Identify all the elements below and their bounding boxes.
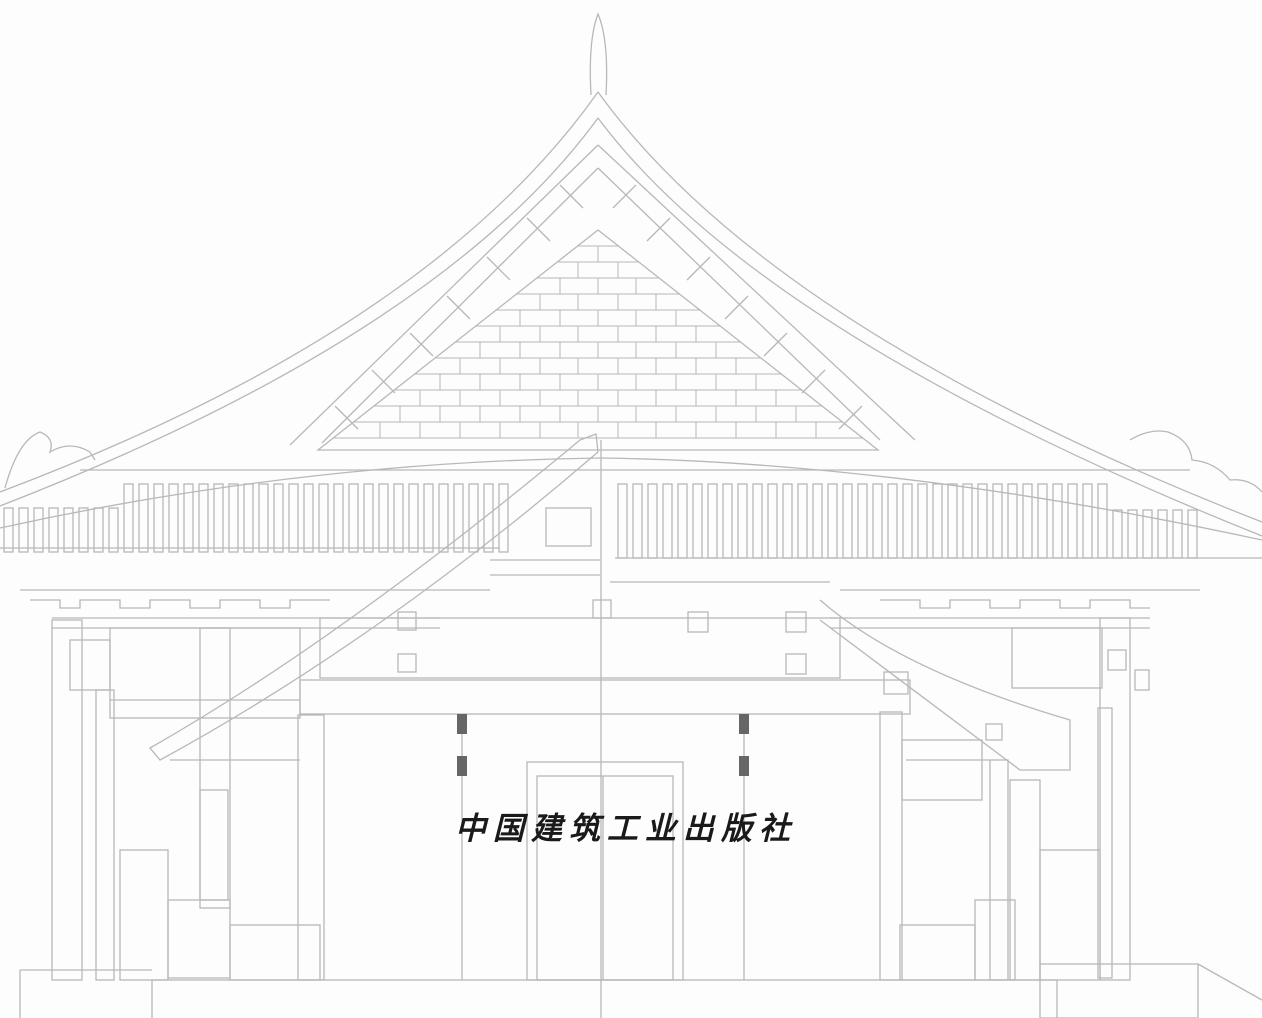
beam-main-upper	[319, 617, 841, 679]
rafter-end	[378, 483, 389, 553]
rafter-end	[662, 483, 673, 559]
rafter-end	[692, 483, 703, 559]
beam-main-lower	[299, 679, 911, 715]
rafter-end	[1187, 509, 1198, 559]
rafter-end	[498, 483, 509, 553]
ridge-finial	[589, 12, 608, 96]
rafter-end	[1127, 509, 1138, 559]
rafter-end	[438, 483, 449, 553]
rafter-end	[1037, 483, 1048, 559]
rafter-end	[258, 483, 269, 553]
rafter-end	[153, 483, 164, 553]
publisher-watermark: 中国建筑工业出版社	[455, 811, 797, 847]
brick-joints	[379, 246, 817, 438]
rafter-end	[228, 483, 239, 553]
rafter-end	[1052, 483, 1063, 559]
rafter-end	[707, 483, 718, 559]
rafter-end	[393, 483, 404, 553]
right-curved-beam	[819, 599, 1071, 771]
right-structure	[879, 617, 1150, 981]
eave-line-right	[599, 457, 1262, 541]
rafter-end	[1157, 509, 1168, 559]
rafter-end	[138, 483, 149, 553]
rafter-end	[782, 483, 793, 559]
rafter-end	[797, 483, 808, 559]
rafter-end	[872, 483, 883, 559]
rafter-end	[992, 483, 1003, 559]
ridge-ornament-left	[4, 431, 96, 489]
rafter-end	[737, 483, 748, 559]
rafter-end	[902, 483, 913, 559]
rafter-end	[722, 483, 733, 559]
central-door	[526, 761, 684, 981]
rafter-end	[917, 483, 928, 559]
roof-inner-right	[597, 117, 1262, 537]
rafter-end	[198, 483, 209, 553]
rafter-end	[453, 483, 464, 553]
rafter-end	[767, 483, 778, 559]
platform-base	[19, 963, 1262, 1018]
rafter-end	[857, 483, 868, 559]
rafter-end	[887, 483, 898, 559]
rafter-end	[348, 483, 359, 553]
rafter-end	[288, 483, 299, 553]
gable-board-inner	[321, 167, 881, 444]
roof-inner-left	[0, 117, 599, 507]
diagonal-rafter	[149, 433, 599, 761]
rafter-end	[423, 483, 434, 553]
rafter-end	[303, 483, 314, 553]
rafter-end	[108, 507, 119, 553]
rafter-end	[752, 483, 763, 559]
rafter-end	[333, 483, 344, 553]
rafter-end	[123, 483, 134, 553]
rafter-end	[363, 483, 374, 553]
rafter-end	[408, 483, 419, 553]
rafter-end	[48, 507, 59, 553]
rafter-end	[647, 483, 658, 559]
rafter-end	[273, 483, 284, 553]
rafter-end	[617, 483, 628, 559]
bracket-row-right	[840, 589, 1200, 609]
rafter-end	[183, 483, 194, 553]
rafter-end	[33, 507, 44, 553]
rafter-end	[632, 483, 643, 559]
rafter-end	[932, 483, 943, 559]
rafter-end	[318, 483, 329, 553]
rafter-end	[1067, 483, 1078, 559]
rafter-end	[827, 483, 838, 559]
rafter-end	[1172, 509, 1183, 559]
rafter-end	[1097, 483, 1108, 559]
rafter-end	[677, 483, 688, 559]
rafter-end	[947, 483, 958, 559]
rafter-end	[93, 507, 104, 553]
column-markers	[457, 714, 749, 776]
rafter-end	[243, 483, 254, 553]
rafter-end	[977, 483, 988, 559]
left-structure	[51, 619, 325, 981]
gable-board-outer	[289, 144, 916, 446]
rafter-end	[168, 483, 179, 553]
rafter-end	[1082, 483, 1093, 559]
rafter-end	[812, 483, 823, 559]
roof-outer-right	[597, 91, 1262, 523]
gable-board-segments	[334, 184, 863, 430]
rafter-end	[468, 483, 479, 553]
rafter-end	[63, 507, 74, 553]
rafter-end	[1007, 483, 1018, 559]
rafter-end	[213, 483, 224, 553]
rafter-end	[962, 483, 973, 559]
rafter-end	[842, 483, 853, 559]
roof-outer-left	[0, 91, 599, 493]
rafter-end	[3, 507, 14, 553]
rafter-end	[78, 507, 89, 553]
ridge-ornament-right	[1129, 430, 1262, 493]
rafter-end	[1112, 509, 1123, 559]
rafter-end	[18, 507, 29, 553]
eave-line-left	[0, 457, 601, 529]
bracket-row-left	[20, 589, 490, 609]
